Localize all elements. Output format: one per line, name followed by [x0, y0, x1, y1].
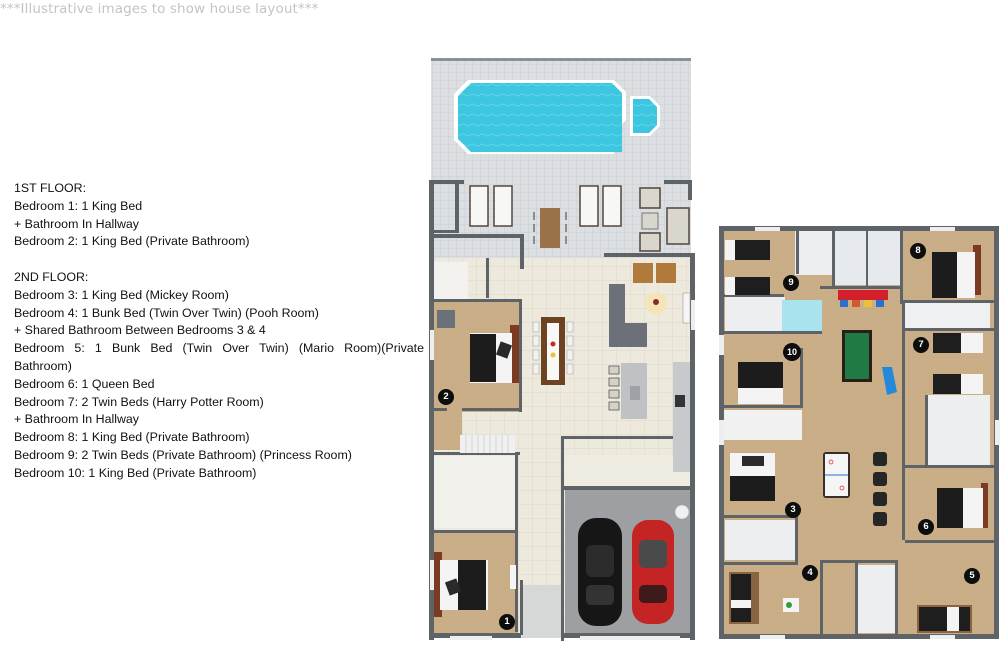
outdoor-dining-table — [533, 208, 567, 248]
room-marker-9: 9 — [783, 275, 799, 291]
bunk-bed-bedroom-5 — [917, 605, 972, 633]
first-floor-walls — [429, 180, 695, 641]
king-bed-bedroom-2 — [437, 310, 519, 383]
first-floor-line: + Bathroom In Hallway — [14, 216, 139, 231]
disclaimer-text: ***Illustrative images to show house lay… — [0, 1, 319, 17]
second-floor-line: + Bathroom In Hallway — [14, 412, 139, 427]
room-marker-1: 1 — [499, 614, 515, 630]
first-floor-heading: 1ST FLOOR: — [14, 181, 87, 195]
room-marker-6: 6 — [918, 519, 934, 535]
room-marker-8: 8 — [910, 243, 926, 259]
king-bed-bedroom-1 — [434, 552, 516, 617]
king-bed-bedroom-3 — [730, 453, 775, 501]
air-hockey-table — [823, 452, 850, 498]
spa — [630, 96, 660, 136]
pool-table — [842, 330, 872, 382]
twin-beds-bedroom-9 — [725, 240, 770, 295]
arcade-bar — [838, 290, 888, 307]
slide — [882, 367, 897, 395]
second-floor-line: Bedroom 8: 1 King Bed (Private Bathroom) — [14, 430, 250, 445]
first-floor-windows — [430, 300, 695, 640]
twin-beds-bedroom-7 — [933, 333, 983, 394]
second-floor-heading: 2ND FLOOR: — [14, 269, 89, 284]
pool — [454, 80, 626, 154]
second-floor-windows — [719, 227, 1000, 639]
queen-bed-bedroom-6 — [937, 483, 988, 528]
room-marker-2: 2 — [438, 389, 454, 405]
second-floor-line: Bedroom 5: 1 Bunk Bed (Twin Over Twin) (… — [14, 341, 424, 373]
dining-table — [532, 317, 574, 385]
second-floor-line: Bedroom 10: 1 King Bed (Private Bathroom… — [14, 465, 257, 480]
room-marker-10: 10 — [783, 343, 801, 361]
second-floor-line: Bedroom 3: 1 King Bed (Mickey Room) — [14, 287, 229, 302]
king-bed-bedroom-8 — [932, 245, 981, 298]
outdoor-sofa-set — [639, 187, 690, 252]
room-marker-3: 3 — [785, 502, 801, 518]
room-marker-4: 4 — [802, 565, 818, 581]
second-floor-line: Bedroom 9: 2 Twin Beds (Private Bathroom… — [14, 447, 352, 462]
red-car — [632, 520, 674, 624]
room-marker-7: 7 — [913, 337, 929, 353]
black-car — [578, 518, 622, 626]
second-floor-line: + Shared Bathroom Between Bedrooms 3 & 4 — [14, 323, 266, 338]
bedroom-description: 1ST FLOOR: Bedroom 1: 1 King Bed + Bathr… — [14, 180, 424, 483]
kitchen-island — [608, 362, 690, 472]
room-marker-5: 5 — [964, 568, 980, 584]
first-floor-line: Bedroom 1: 1 King Bed — [14, 198, 143, 213]
second-floor-line: Bedroom 6: 1 Queen Bed — [14, 376, 155, 391]
second-floor-line: Bedroom 4: 1 Bunk Bed (Twin Over Twin) (… — [14, 305, 319, 320]
gaming-chairs — [873, 452, 887, 526]
king-bed-bedroom-10 — [738, 362, 783, 404]
staircase — [460, 435, 515, 453]
first-floor-line: Bedroom 2: 1 King Bed (Private Bathroom) — [14, 234, 250, 249]
water-heater — [674, 504, 690, 520]
sun-loungers — [469, 185, 622, 227]
bunk-bed-bedroom-4 — [729, 572, 799, 624]
second-floor-line: Bedroom 7: 2 Twin Beds (Harry Potter Roo… — [14, 394, 264, 409]
living-room-sectional — [609, 263, 691, 347]
